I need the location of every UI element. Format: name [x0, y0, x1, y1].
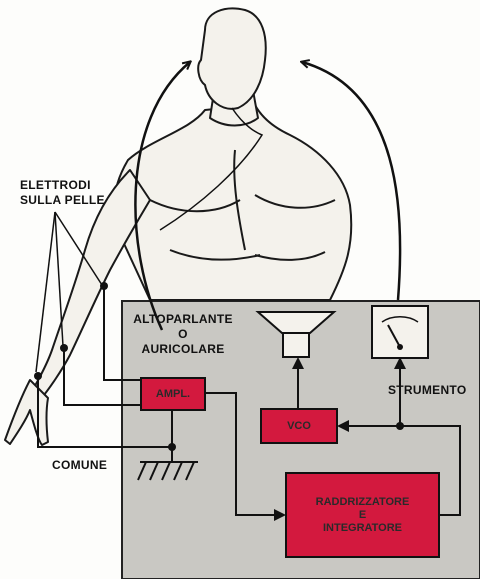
amplifier-block-label: AMPL. [156, 388, 190, 401]
common-label: COMUNE [52, 458, 107, 473]
speaker-label-line1: ALTOPARLANTE [128, 312, 238, 327]
electrodes-label-line2: SULLA PELLE [20, 193, 105, 208]
meter-label: STRUMENTO [388, 383, 466, 398]
speaker-label-line2: O [128, 327, 238, 342]
amplifier-block: AMPL. [140, 377, 206, 411]
electrodes-label-line1: ELETTRODI [20, 178, 105, 193]
common-label-text: COMUNE [52, 458, 107, 472]
vco-block-label: VCO [287, 420, 311, 433]
rectifier-block-line3: INTEGRATORE [323, 522, 402, 535]
vco-block: VCO [260, 408, 338, 444]
rectifier-block-line2: E [359, 509, 366, 522]
speaker-label: ALTOPARLANTE O AURICOLARE [128, 312, 238, 357]
rectifier-block-line1: RADDRIZZATORE [316, 496, 410, 509]
meter-label-text: STRUMENTO [388, 383, 466, 397]
speaker-label-line3: AURICOLARE [128, 342, 238, 357]
rectifier-integrator-block: RADDRIZZATORE E INTEGRATORE [285, 472, 440, 558]
meter-icon [372, 306, 428, 358]
electrodes-label: ELETTRODI SULLA PELLE [20, 178, 105, 208]
